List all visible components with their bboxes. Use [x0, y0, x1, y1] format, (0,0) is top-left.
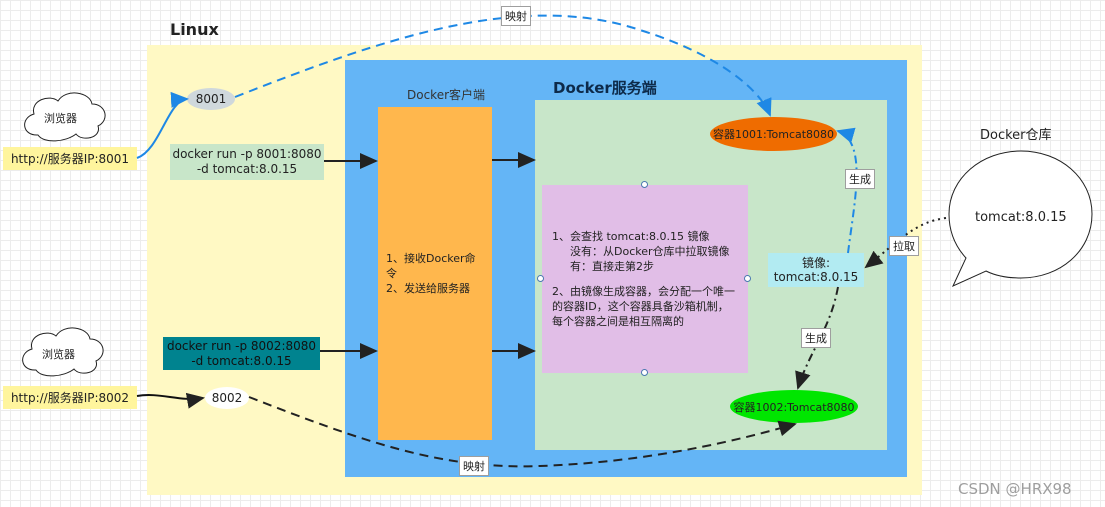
docker-client-title: Docker客户端 [407, 88, 486, 102]
docker-repository-title: Docker仓库 [980, 128, 1052, 143]
image-label: 镜像: [801, 256, 831, 270]
selection-handle-bottom[interactable] [641, 369, 648, 376]
browser-url-8001: http://服务器IP:8001 [3, 147, 137, 170]
browser-cloud-2 [22, 327, 104, 377]
mapping-label-bottom: 映射 [459, 456, 489, 476]
linux-title: Linux [170, 20, 219, 39]
command-8001-line2: -d tomcat:8.0.15 [196, 162, 298, 176]
command-8001-line1: docker run -p 8001:8080 [172, 147, 322, 161]
container-1001: 容器1001:Tomcat8080 [710, 117, 837, 151]
port-8002: 8002 [205, 387, 249, 409]
image-box: 镜像: tomcat:8.0.15 [768, 253, 864, 287]
arrow-port8002-mapping [248, 396, 797, 468]
selection-handle-top[interactable] [641, 181, 648, 188]
command-box-8002: docker run -p 8002:8080 -d tomcat:8.0.15 [163, 337, 320, 370]
arrow-browser2-to-port [136, 392, 205, 409]
generate-label-top: 生成 [845, 169, 875, 189]
process-step-1: 1、会查找 tomcat:8.0.15 镜像 [552, 230, 710, 243]
process-step-1-missing: 没有：从Docker仓库中拉取镜像 [570, 245, 730, 258]
generate-label-bottom: 生成 [801, 328, 831, 348]
arrow-image-generate-1001 [836, 127, 858, 254]
pull-label: 拉取 [889, 236, 919, 256]
selection-handle-left[interactable] [537, 275, 544, 282]
docker-server-title: Docker服务端 [553, 79, 657, 97]
arrow-repository-pull [864, 217, 947, 269]
browser-url-8002: http://服务器IP:8002 [3, 386, 137, 409]
selection-handle-right[interactable] [744, 275, 751, 282]
container-1002: 容器1002:Tomcat8080 [730, 390, 858, 423]
browser-1-label: 浏览器 [44, 112, 77, 125]
command-8002-line1: docker run -p 8002:8080 [166, 338, 317, 353]
port-8001: 8001 [187, 88, 235, 110]
process-step-2: 2、由镜像生成容器，会分配一个唯一的容器ID，这个容器具备沙箱机制，每个容器之间… [552, 285, 735, 328]
client-step-1: 1、接收Docker命令 [386, 252, 476, 280]
arrow-browser1-to-port [136, 91, 189, 159]
watermark: CSDN @HRX98 [958, 480, 1072, 498]
client-step-2: 2、发送给服务器 [386, 282, 470, 295]
browser-cloud-1 [24, 92, 106, 142]
repository-image: tomcat:8.0.15 [975, 210, 1067, 225]
process-description-box: 1、会查找 tomcat:8.0.15 镜像 没有：从Docker仓库中拉取镜像… [542, 185, 748, 373]
arrow-port8001-mapping [234, 14, 772, 117]
browser-2-label: 浏览器 [42, 348, 75, 361]
command-8002-line2: -d tomcat:8.0.15 [191, 353, 292, 368]
mapping-label-top: 映射 [501, 6, 531, 26]
docker-client-box: 1、接收Docker命令 2、发送给服务器 [378, 107, 492, 440]
process-step-1-present: 有：直接走第2步 [570, 260, 654, 273]
image-name: tomcat:8.0.15 [773, 270, 859, 284]
command-box-8001: docker run -p 8001:8080 -d tomcat:8.0.15 [170, 144, 324, 180]
repository-bubble [948, 150, 1093, 288]
